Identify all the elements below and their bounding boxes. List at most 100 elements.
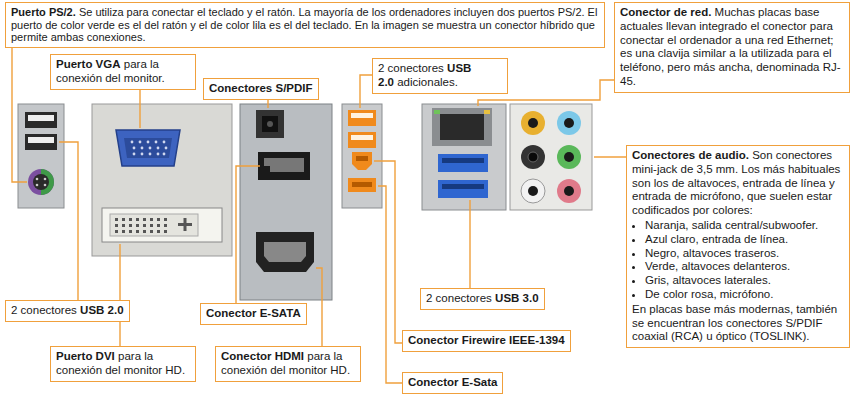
illustration-rect bbox=[150, 218, 153, 221]
illustration-rect bbox=[351, 135, 373, 140]
callout-text: En placas base más modernas, también se … bbox=[632, 303, 844, 344]
callout-box: Conector Firewire IEEE-1394 bbox=[402, 330, 571, 352]
illustration-circle bbox=[165, 147, 168, 150]
callout-box: Conectores S/PDIF bbox=[203, 78, 319, 100]
illustration-rect bbox=[440, 114, 484, 140]
callout-text: Se utiliza para conectar el teclado y el… bbox=[11, 6, 597, 43]
illustration-rect bbox=[18, 104, 64, 208]
illustration-path bbox=[12, 40, 27, 182]
illustration-circle bbox=[528, 118, 538, 128]
illustration-circle bbox=[141, 147, 144, 150]
illustration-circle bbox=[557, 111, 581, 135]
illustration-rect bbox=[129, 224, 132, 227]
illustration-path bbox=[124, 138, 172, 158]
callout-title: Conector Firewire IEEE-1394 bbox=[408, 334, 565, 346]
callout-paragraph: Conector E-Sata bbox=[408, 376, 497, 390]
callout-paragraph: 2 conectoresUSB 3.0 bbox=[426, 292, 539, 306]
illustration-path bbox=[264, 242, 306, 262]
illustration-rect bbox=[184, 218, 187, 231]
illustration-circle bbox=[139, 141, 142, 144]
illustration-rect bbox=[422, 104, 506, 210]
illustration-circle bbox=[133, 147, 136, 150]
illustration-rect bbox=[150, 230, 153, 233]
illustration-rect bbox=[157, 224, 160, 227]
illustration-rect bbox=[129, 230, 132, 233]
callout-box: Puerto DVIpara la conexión del monitor H… bbox=[50, 346, 196, 382]
list-item: Verde, altavoces delanteros. bbox=[645, 260, 844, 274]
illustration-rect bbox=[164, 230, 167, 233]
callout-title: USB 3.0 bbox=[495, 292, 538, 304]
callout-paragraph: Conectores S/PDIF bbox=[209, 82, 313, 96]
illustration-rect bbox=[438, 154, 488, 172]
illustration-circle bbox=[557, 179, 581, 203]
illustration-circle bbox=[33, 174, 49, 190]
video-block bbox=[240, 104, 332, 300]
callout-title: Puerto DVI bbox=[56, 350, 115, 362]
illustration-rect bbox=[157, 218, 160, 221]
callout-box: Puerto VGApara la conexión del monitor. bbox=[50, 54, 196, 90]
illustration-rect bbox=[115, 230, 118, 233]
illustration-circle bbox=[163, 141, 166, 144]
illustration-rect bbox=[351, 113, 373, 118]
illustration-path bbox=[352, 152, 372, 170]
illustration-rect bbox=[432, 108, 492, 146]
illustration-rect bbox=[484, 110, 490, 114]
callout-box: 2 conectoresUSB 2.0adicionales. bbox=[372, 58, 508, 94]
illustration-circle bbox=[267, 121, 273, 127]
illustration-g bbox=[115, 218, 192, 233]
illustration-rect bbox=[256, 110, 284, 138]
illustration-circle bbox=[528, 186, 538, 196]
illustration-circle bbox=[157, 147, 160, 150]
callout-box: 2 conectoresUSB 3.0 bbox=[420, 288, 545, 310]
callout-box: Conector HDMIpara la conexión del monito… bbox=[215, 346, 361, 382]
callout-paragraph: Conector E-SATA bbox=[206, 307, 301, 321]
illustration-rect bbox=[25, 134, 57, 150]
callout-text: 2 conectores bbox=[11, 304, 77, 316]
illustration-path bbox=[119, 244, 120, 352]
callout-title: USB 2.0 bbox=[80, 304, 123, 316]
illustration-circle bbox=[528, 152, 538, 162]
illustration-path bbox=[256, 232, 314, 272]
illustration-rect bbox=[143, 218, 146, 221]
callout-text: 2 conectores bbox=[426, 292, 492, 304]
illustration-rect bbox=[136, 218, 139, 221]
illustration-circle bbox=[521, 179, 545, 203]
illustration-circle bbox=[557, 145, 581, 169]
illustration-rect bbox=[143, 230, 146, 233]
illustration-rect bbox=[164, 224, 167, 227]
illustration-rect bbox=[442, 158, 484, 163]
callout-box: Conector E-SATA bbox=[200, 303, 307, 325]
illustration-rect bbox=[442, 184, 484, 189]
illustration-path bbox=[378, 186, 410, 383]
illustration-rect bbox=[143, 224, 146, 227]
callout-paragraph: 2 conectoresUSB 2.0adicionales. bbox=[378, 62, 502, 90]
illustration-rect bbox=[438, 180, 488, 198]
illustration-rect bbox=[28, 115, 54, 121]
callout-title: Conector E-SATA bbox=[206, 307, 301, 319]
illustration-circle bbox=[521, 111, 545, 135]
list-item: Naranja, salida central/subwoofer. bbox=[645, 219, 844, 233]
callout-paragraph: Puerto PS/2.Se utiliza para conectar el … bbox=[11, 6, 599, 44]
illustration-g bbox=[131, 141, 168, 156]
audio-jacks bbox=[510, 104, 592, 210]
illustration-circle bbox=[36, 184, 39, 187]
callout-text: adicionales. bbox=[397, 76, 458, 88]
callout-title: Conector de red. bbox=[620, 6, 711, 18]
illustration-circle bbox=[36, 178, 39, 181]
illustration-circle bbox=[131, 141, 134, 144]
callout-title: Conectores S/PDIF bbox=[209, 82, 313, 94]
illustration-rect bbox=[150, 224, 153, 227]
illustration-path bbox=[236, 166, 260, 310]
illustration-path bbox=[264, 158, 304, 172]
callout-paragraph: Conector de red.Muchas placas base actua… bbox=[620, 6, 844, 89]
orange-ports-column bbox=[342, 104, 382, 208]
callout-title: Conectores de audio. bbox=[632, 149, 749, 161]
callout-paragraph: Conectores de audio.Son conectores mini-… bbox=[632, 149, 844, 218]
leader-lines bbox=[12, 40, 630, 383]
illustration-circle bbox=[133, 153, 136, 156]
illustration-circle bbox=[28, 169, 54, 195]
illustration-rect bbox=[92, 104, 232, 256]
list-item: De color rosa, micrófono. bbox=[645, 288, 844, 302]
illustration-rect bbox=[157, 230, 160, 233]
illustration-circle bbox=[564, 152, 574, 162]
